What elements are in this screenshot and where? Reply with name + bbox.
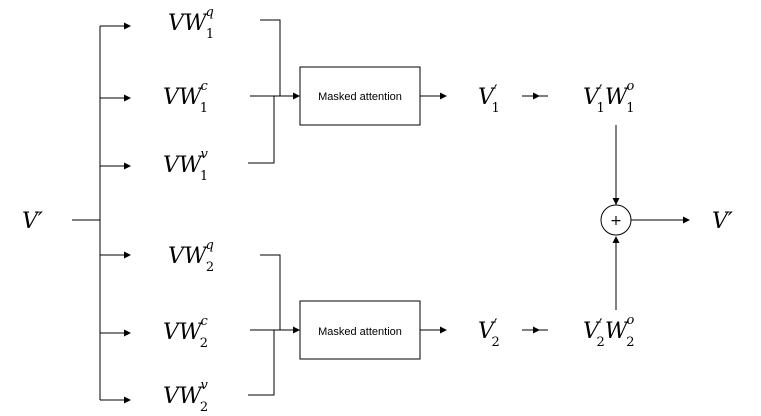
head1-to-sum-arrow bbox=[612, 198, 620, 205]
head2-output-label: V′2 bbox=[478, 315, 500, 350]
head2-masked-attention-label: Masked attention bbox=[318, 326, 402, 338]
head2-projection-arrow bbox=[533, 326, 540, 334]
sum-to-output-arrow bbox=[683, 216, 690, 224]
head1-projection-arrow bbox=[533, 92, 540, 100]
head2-merge-wires bbox=[248, 254, 300, 396]
fork-branches bbox=[100, 22, 131, 404]
head1-attention-out-arrow bbox=[440, 92, 447, 100]
head2-to-sum-arrow bbox=[612, 236, 620, 243]
head1-merge-wires bbox=[248, 19, 300, 164]
sum-symbol: + bbox=[610, 213, 622, 229]
head1-output-label: V′1 bbox=[478, 81, 500, 116]
output-label: V′ bbox=[712, 209, 733, 234]
input-label: V′ bbox=[22, 209, 43, 234]
head1-masked-attention-label: Masked attention bbox=[318, 91, 402, 103]
head2-attention-out-arrow bbox=[440, 326, 447, 334]
head2-masked-attention-box bbox=[299, 300, 421, 360]
